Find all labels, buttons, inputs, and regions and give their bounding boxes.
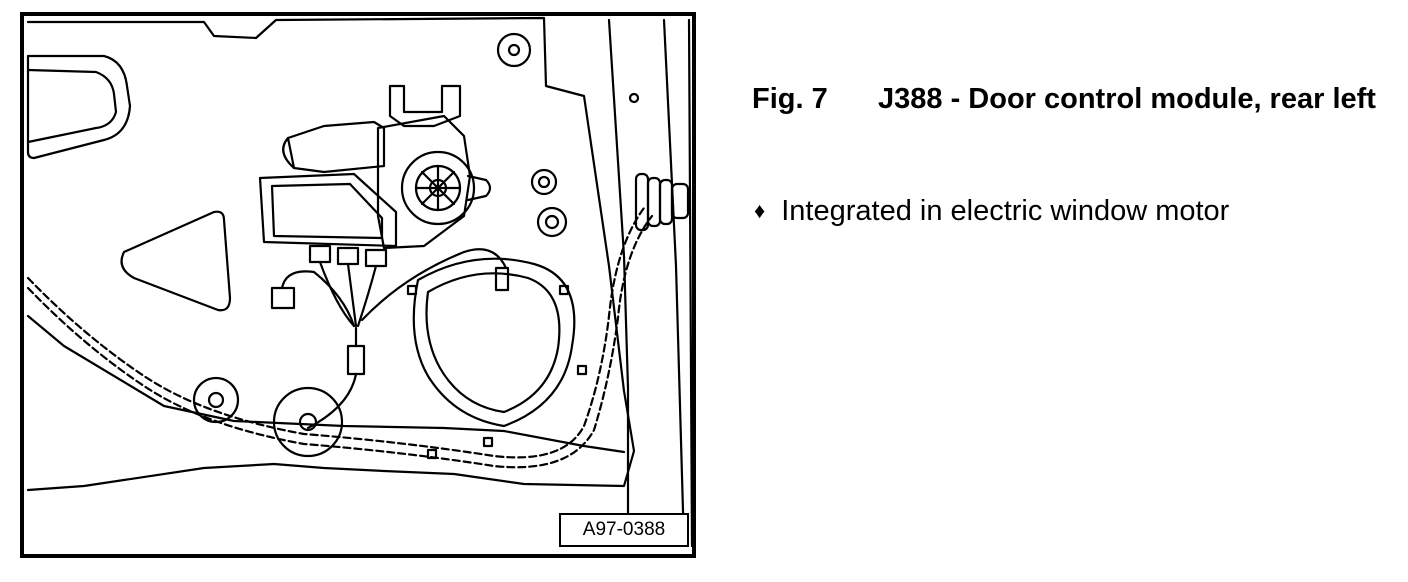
- rubber-grommet: [634, 172, 690, 232]
- wiring-harness-dashed: [26, 214, 654, 469]
- inline-connector: [346, 344, 366, 376]
- connector-small: [270, 286, 296, 310]
- figure-reference-code: A97-0388: [559, 513, 689, 547]
- note-text: Integrated in electric window motor: [781, 195, 1230, 227]
- mounting-hole: [298, 412, 318, 432]
- mounting-hole: [530, 168, 558, 196]
- window-motor-endcap: [282, 136, 296, 170]
- gearbox-housing: [400, 150, 476, 226]
- speaker-opening: [412, 257, 576, 428]
- wiring-harness-dashed: [26, 206, 646, 459]
- diamond-bullet-icon: ♦: [754, 198, 766, 223]
- connector-plug: [336, 246, 360, 266]
- pillar-line: [662, 18, 686, 548]
- figure-number: Fig. 7: [752, 83, 828, 115]
- triangular-recess: [120, 210, 232, 312]
- clip: [576, 364, 588, 376]
- mounting-hole: [192, 376, 240, 424]
- window-motor-body: [286, 120, 386, 174]
- mounting-hole: [537, 175, 551, 189]
- mounting-hole: [272, 386, 344, 458]
- wiring-lead: [318, 260, 356, 328]
- door-diagram-illustration: [26, 16, 692, 548]
- gearbox-spokes: [414, 164, 462, 212]
- pillar-line: [607, 18, 630, 548]
- connector-plug: [308, 244, 332, 264]
- wiring-lead: [280, 270, 356, 328]
- wiring-lead: [356, 264, 378, 328]
- speaker-opening-inner: [425, 272, 561, 414]
- mounting-hole: [496, 32, 532, 68]
- note-list-item: ♦ Integrated in electric window motor: [754, 194, 1229, 228]
- clip: [482, 436, 494, 448]
- mounting-hole: [507, 43, 521, 57]
- clip: [558, 284, 570, 296]
- figure-title: J388 - Door control module, rear left: [878, 83, 1376, 115]
- window-cutout-inner: [26, 68, 118, 144]
- connector-plug: [364, 248, 388, 268]
- door-inner-edge: [26, 314, 626, 454]
- control-module-j388: [258, 172, 398, 248]
- wiring-lead: [360, 248, 508, 322]
- control-module-face: [270, 182, 384, 240]
- clip: [406, 284, 418, 296]
- window-cutout: [26, 54, 132, 160]
- gearbox-frame: [376, 114, 472, 250]
- mounting-hole: [544, 214, 560, 230]
- mounting-hole: [536, 206, 568, 238]
- mounting-hole: [207, 391, 225, 409]
- connector-plug: [494, 266, 510, 292]
- gearbox-lug: [466, 174, 492, 202]
- door-diagram-frame: A97-0388: [20, 12, 696, 558]
- wiring-lead: [346, 262, 358, 328]
- mounting-hole: [628, 92, 640, 104]
- clip: [426, 448, 438, 460]
- wiring-lead: [306, 372, 358, 430]
- motor-bracket: [388, 84, 462, 128]
- pillar-line: [687, 18, 692, 548]
- figure-caption: Fig. 7 J388 - Door control module, rear …: [752, 82, 1392, 116]
